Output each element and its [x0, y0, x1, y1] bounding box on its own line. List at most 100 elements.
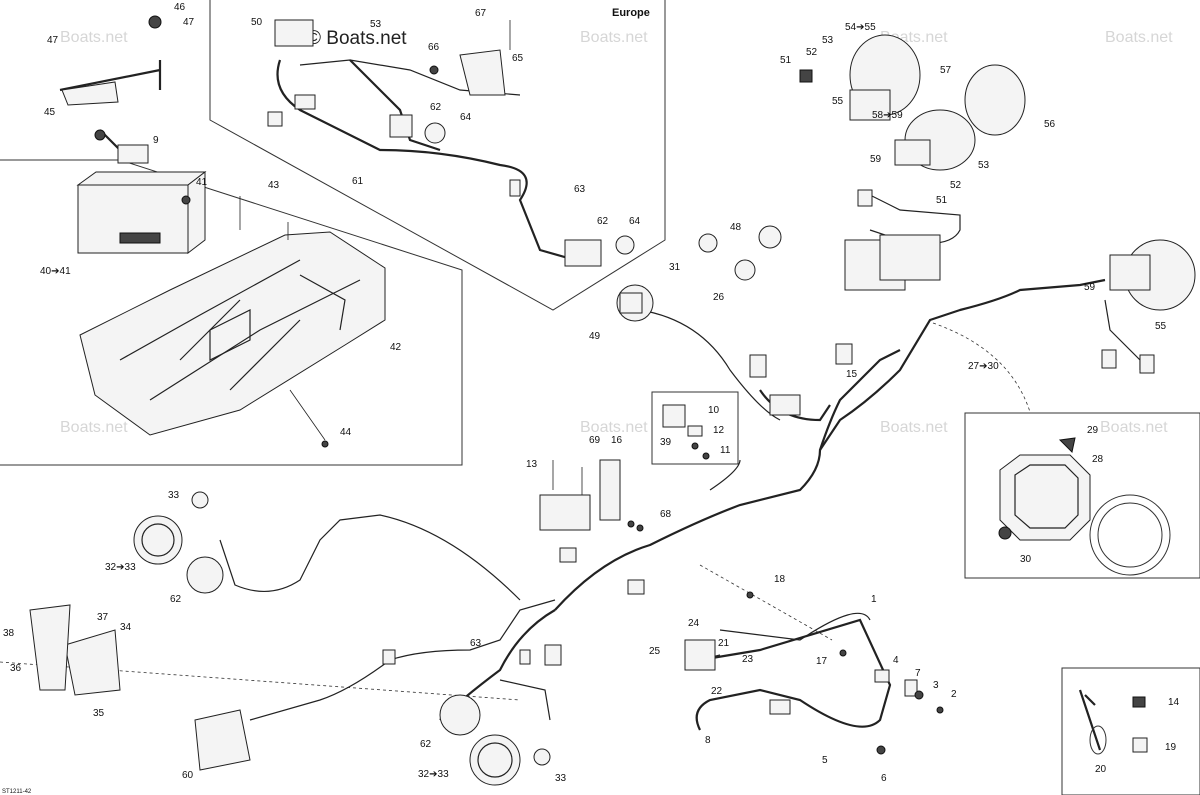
fastener-box — [1061, 667, 1200, 795]
callout-label: 21 — [718, 638, 730, 649]
callout-label: 8 — [705, 735, 711, 746]
cable-ties — [1078, 689, 1148, 755]
callout-label: 33 — [168, 490, 180, 501]
watermark: Boats.net — [580, 419, 648, 436]
callout-label: 13 — [526, 459, 538, 470]
callout-label: 53 — [370, 19, 382, 30]
callout-label: 61 — [352, 176, 364, 187]
watermark: Boats.net — [60, 29, 128, 46]
europe-harness — [267, 19, 635, 267]
callout-label: 53 — [978, 160, 990, 171]
callout-label: 47 — [183, 17, 195, 28]
gauge-box — [964, 412, 1200, 579]
callout-label: 51 — [780, 55, 792, 66]
callout-label: 23 — [742, 654, 754, 665]
callout-label: 47 — [47, 35, 59, 46]
callout-label: 46 — [174, 2, 186, 13]
callout-label: 12 — [713, 425, 725, 436]
callout-label: 42 — [390, 342, 402, 353]
callout-label: 53 — [822, 35, 834, 46]
callout-label: 35 — [93, 708, 105, 719]
callout-label: 59 — [1084, 282, 1096, 293]
battery-group — [59, 15, 207, 255]
callout-label: 52 — [950, 180, 962, 191]
callout-label: 62 — [420, 739, 432, 750]
callout-label: 68 — [660, 509, 672, 520]
watermark: Boats.net — [1100, 419, 1168, 436]
europe-label: Europe — [612, 7, 650, 19]
main-harness — [219, 194, 1141, 721]
gauge-detail — [998, 437, 1171, 576]
callout-label: 66 — [428, 42, 440, 53]
callout-label: 34 — [120, 622, 132, 633]
callout-label: 20 — [1095, 764, 1107, 775]
callout-label: 16 — [611, 435, 623, 446]
callout-label: 52 — [806, 47, 818, 58]
battery-tray — [79, 196, 386, 448]
callout-label: 7 — [915, 668, 921, 679]
callout-label: 40➔41 — [40, 266, 71, 277]
callout-label: 57 — [940, 65, 952, 76]
callout-label: 11 — [720, 445, 731, 456]
callout-label: 33 — [555, 773, 567, 784]
callout-label: 22 — [711, 686, 723, 697]
callout-label: 30 — [1020, 554, 1032, 565]
watermark: Boats.net — [880, 419, 948, 436]
callout-label: 37 — [97, 612, 109, 623]
callout-label: 17 — [816, 656, 828, 667]
callout-label: 55 — [1155, 321, 1167, 332]
callout-label: 65 — [512, 53, 524, 64]
callout-label: 48 — [730, 222, 742, 233]
callout-label: 19 — [1165, 742, 1177, 753]
callout-label: 36 — [10, 663, 22, 674]
callout-label: 4 — [893, 655, 899, 666]
callout-label: 25 — [649, 646, 661, 657]
callout-label: 64 — [629, 216, 641, 227]
footer-code: ST1211-42 — [2, 789, 32, 795]
callout-label: 67 — [475, 8, 487, 19]
callout-label: 62 — [170, 594, 182, 605]
callout-label: 64 — [460, 112, 472, 123]
callout-label: 51 — [936, 195, 948, 206]
callout-label: 5 — [822, 755, 828, 766]
fuse-box-group — [539, 459, 645, 595]
callout-label: 31 — [669, 262, 681, 273]
callout-label: 63 — [470, 638, 482, 649]
callout-label: 14 — [1168, 697, 1180, 708]
callout-label: 43 — [268, 180, 280, 191]
callout-label: 60 — [182, 770, 194, 781]
callout-label: 27➔30 — [968, 361, 999, 372]
callout-label: 9 — [153, 135, 159, 146]
tail-lights — [29, 491, 562, 786]
callout-label: 49 — [589, 331, 601, 342]
callout-label: 63 — [574, 184, 586, 195]
callout-label: 32➔33 — [418, 769, 449, 780]
callout-label: 39 — [660, 437, 672, 448]
callout-label: 56 — [1044, 119, 1056, 130]
callout-label: 24 — [688, 618, 700, 629]
callout-labels: 46 47 47 45 9 41 40➔41 43 42 44 50 53 67… — [3, 2, 1180, 784]
callout-label: 26 — [713, 292, 725, 303]
watermark: Boats.net — [580, 29, 648, 46]
battery-tray-box — [0, 159, 463, 466]
callout-label: 45 — [44, 107, 56, 118]
callout-label: 3 — [933, 680, 939, 691]
callout-label: 50 — [251, 17, 263, 28]
callout-label: 10 — [708, 405, 720, 416]
callout-label: 18 — [774, 574, 786, 585]
watermark: Boats.net — [1105, 29, 1173, 46]
callout-label: 1 — [871, 594, 877, 605]
callout-label: 6 — [881, 773, 887, 784]
callout-label: 15 — [846, 369, 858, 380]
watermark: Boats.net — [60, 419, 128, 436]
headlight-assemblies — [799, 34, 1196, 374]
callout-label: 62 — [430, 102, 442, 113]
callout-label: 54➔55 — [845, 22, 876, 33]
callout-label: 62 — [597, 216, 609, 227]
callout-label: 59 — [870, 154, 882, 165]
callout-label: 41 — [196, 177, 208, 188]
callout-label: 38 — [3, 628, 15, 639]
callout-label: 55 — [832, 96, 844, 107]
callout-label: 44 — [340, 427, 352, 438]
